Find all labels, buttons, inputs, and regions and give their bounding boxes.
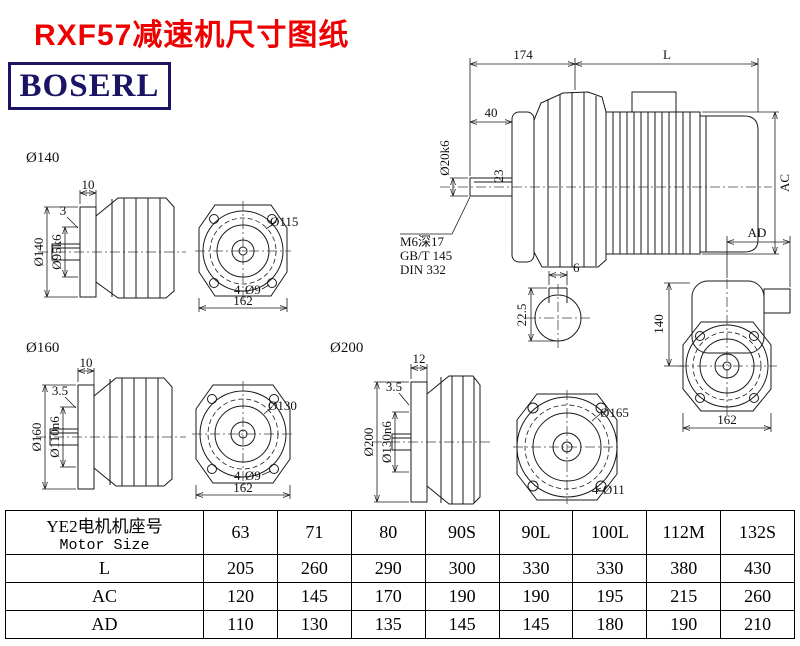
technical-drawing: Ø140 Ø160 Ø200 10 3 Ø140: [26, 47, 792, 505]
header-size: 63: [203, 510, 278, 555]
table-cell: 135: [350, 610, 426, 639]
dim-160-bolt-circle: Ø130: [268, 398, 297, 413]
table-header-row: YE2电机机座号 Motor Size 63 71 80 90S 90L 100…: [5, 510, 795, 555]
view-flange160-side: 10 3.5 Ø160 Ø110n6: [29, 355, 186, 490]
view-flange200-front: Ø165 4-Ø11: [513, 390, 629, 504]
row-label: AC: [5, 582, 204, 611]
row-label: AD: [5, 610, 204, 639]
dim-main-174: 174: [513, 47, 533, 62]
table-cell: 380: [646, 554, 722, 583]
logo-text: BOSERL: [19, 67, 160, 104]
table-cell: 260: [720, 582, 795, 611]
table-cell: 210: [720, 610, 795, 639]
note-tap: M6深17: [400, 234, 445, 249]
table-cell: 170: [350, 582, 426, 611]
dim-160-spigot: Ø110n6: [47, 416, 62, 458]
note-din: DIN 332: [400, 262, 446, 277]
table-cell: 145: [424, 610, 500, 639]
header-size: 71: [276, 510, 352, 555]
boserl-logo: BOSERL: [8, 62, 171, 110]
dim-side-162: 162: [717, 412, 737, 427]
table-cell: 300: [424, 554, 500, 583]
table-row-AC: AC 120 145 170 190 190 195 215 260: [5, 582, 795, 611]
table-cell: 190: [424, 582, 500, 611]
header-size: 90L: [498, 510, 574, 555]
header-motor-size-cn: YE2电机机座号: [46, 516, 163, 536]
table-row-L: L 205 260 290 300 330 330 380 430: [5, 554, 795, 583]
table-cell: 120: [203, 582, 278, 611]
table-cell: 180: [572, 610, 648, 639]
table-cell: 330: [572, 554, 648, 583]
dim-140-width: 162: [233, 293, 253, 308]
dim-200-top2: 3.5: [386, 379, 402, 394]
dim-140-bolt-circle: Ø115: [270, 214, 298, 229]
table-cell: 205: [203, 554, 278, 583]
header-size: 132S: [720, 510, 795, 555]
table-cell: 130: [276, 610, 352, 639]
header-motor-size-en: Motor Size: [59, 536, 150, 554]
label-flange160: Ø160: [26, 340, 59, 356]
dim-side-140: 140: [651, 314, 666, 334]
dim-160-holes: 4-Ø9: [234, 468, 261, 483]
table-cell: 260: [276, 554, 352, 583]
dim-200-spigot: Ø130n6: [379, 421, 394, 463]
dim-140-top1: 10: [82, 177, 95, 192]
dim-160-top2: 3.5: [52, 383, 68, 398]
table-cell: 215: [646, 582, 722, 611]
table-cell: 145: [276, 582, 352, 611]
row-label: L: [5, 554, 204, 583]
dim-key-width: 6: [573, 260, 580, 275]
dim-160-od: Ø160: [29, 423, 44, 452]
dim-200-bolt-circle: Ø165: [600, 405, 629, 420]
table-cell: 330: [498, 554, 574, 583]
table-cell: 190: [498, 582, 574, 611]
dim-side-AD: AD: [748, 225, 767, 240]
header-size: 100L: [572, 510, 648, 555]
view-flange140-side: 10 3 Ø140 Ø95k6: [31, 177, 186, 299]
view-main-assembly: 174 L 40 Ø20k6 23 AC M6深17 GB/T 145 DIN …: [400, 47, 792, 277]
dim-main-40: 40: [485, 105, 498, 120]
motor-size-table: YE2电机机座号 Motor Size 63 71 80 90S 90L 100…: [5, 510, 795, 639]
table-cell: 290: [350, 554, 426, 583]
table-cell: 145: [498, 610, 574, 639]
dim-160-top1: 10: [80, 355, 93, 370]
dim-200-top1: 12: [413, 351, 426, 366]
table-cell: 430: [720, 554, 795, 583]
table-cell: 110: [203, 610, 278, 639]
table-cell: 195: [572, 582, 648, 611]
dim-140-spigot: Ø95k6: [49, 234, 64, 270]
view-flange200-side: 12 3.5 Ø200 Ø130n6: [361, 351, 492, 505]
page-title: RXF57减速机尺寸图纸: [34, 19, 350, 52]
dim-140-top2: 3: [60, 203, 67, 218]
header-size: 90S: [424, 510, 500, 555]
note-gbt: GB/T 145: [400, 248, 452, 263]
dim-140-holes: 4-Ø9: [234, 282, 261, 297]
table-cell: 190: [646, 610, 722, 639]
header-motor-size: YE2电机机座号 Motor Size: [5, 510, 204, 555]
table-row-AD: AD 110 130 135 145 145 180 190 210: [5, 610, 795, 639]
view-right-side: AD 140 162: [651, 225, 791, 432]
dim-main-L: L: [663, 47, 671, 62]
dim-200-holes: 4-Ø11: [592, 482, 625, 497]
dim-main-shaft-dia: Ø20k6: [437, 140, 452, 176]
dim-200-od: Ø200: [361, 428, 376, 457]
label-flange140: Ø140: [26, 150, 59, 166]
header-size: 80: [350, 510, 426, 555]
view-shaft-key-section: 6 22.5: [514, 260, 590, 350]
view-flange140-front: Ø115 4-Ø9 162: [195, 201, 298, 312]
dim-main-23: 23: [491, 170, 506, 183]
dim-160-width: 162: [233, 480, 253, 495]
dim-140-od: Ø140: [31, 238, 46, 267]
label-flange200: Ø200: [330, 340, 363, 356]
dim-main-AC: AC: [777, 174, 792, 192]
header-size: 112M: [646, 510, 722, 555]
view-flange160-front: Ø130 4-Ø9 162: [192, 381, 297, 499]
dim-key-height: 22.5: [514, 304, 529, 327]
